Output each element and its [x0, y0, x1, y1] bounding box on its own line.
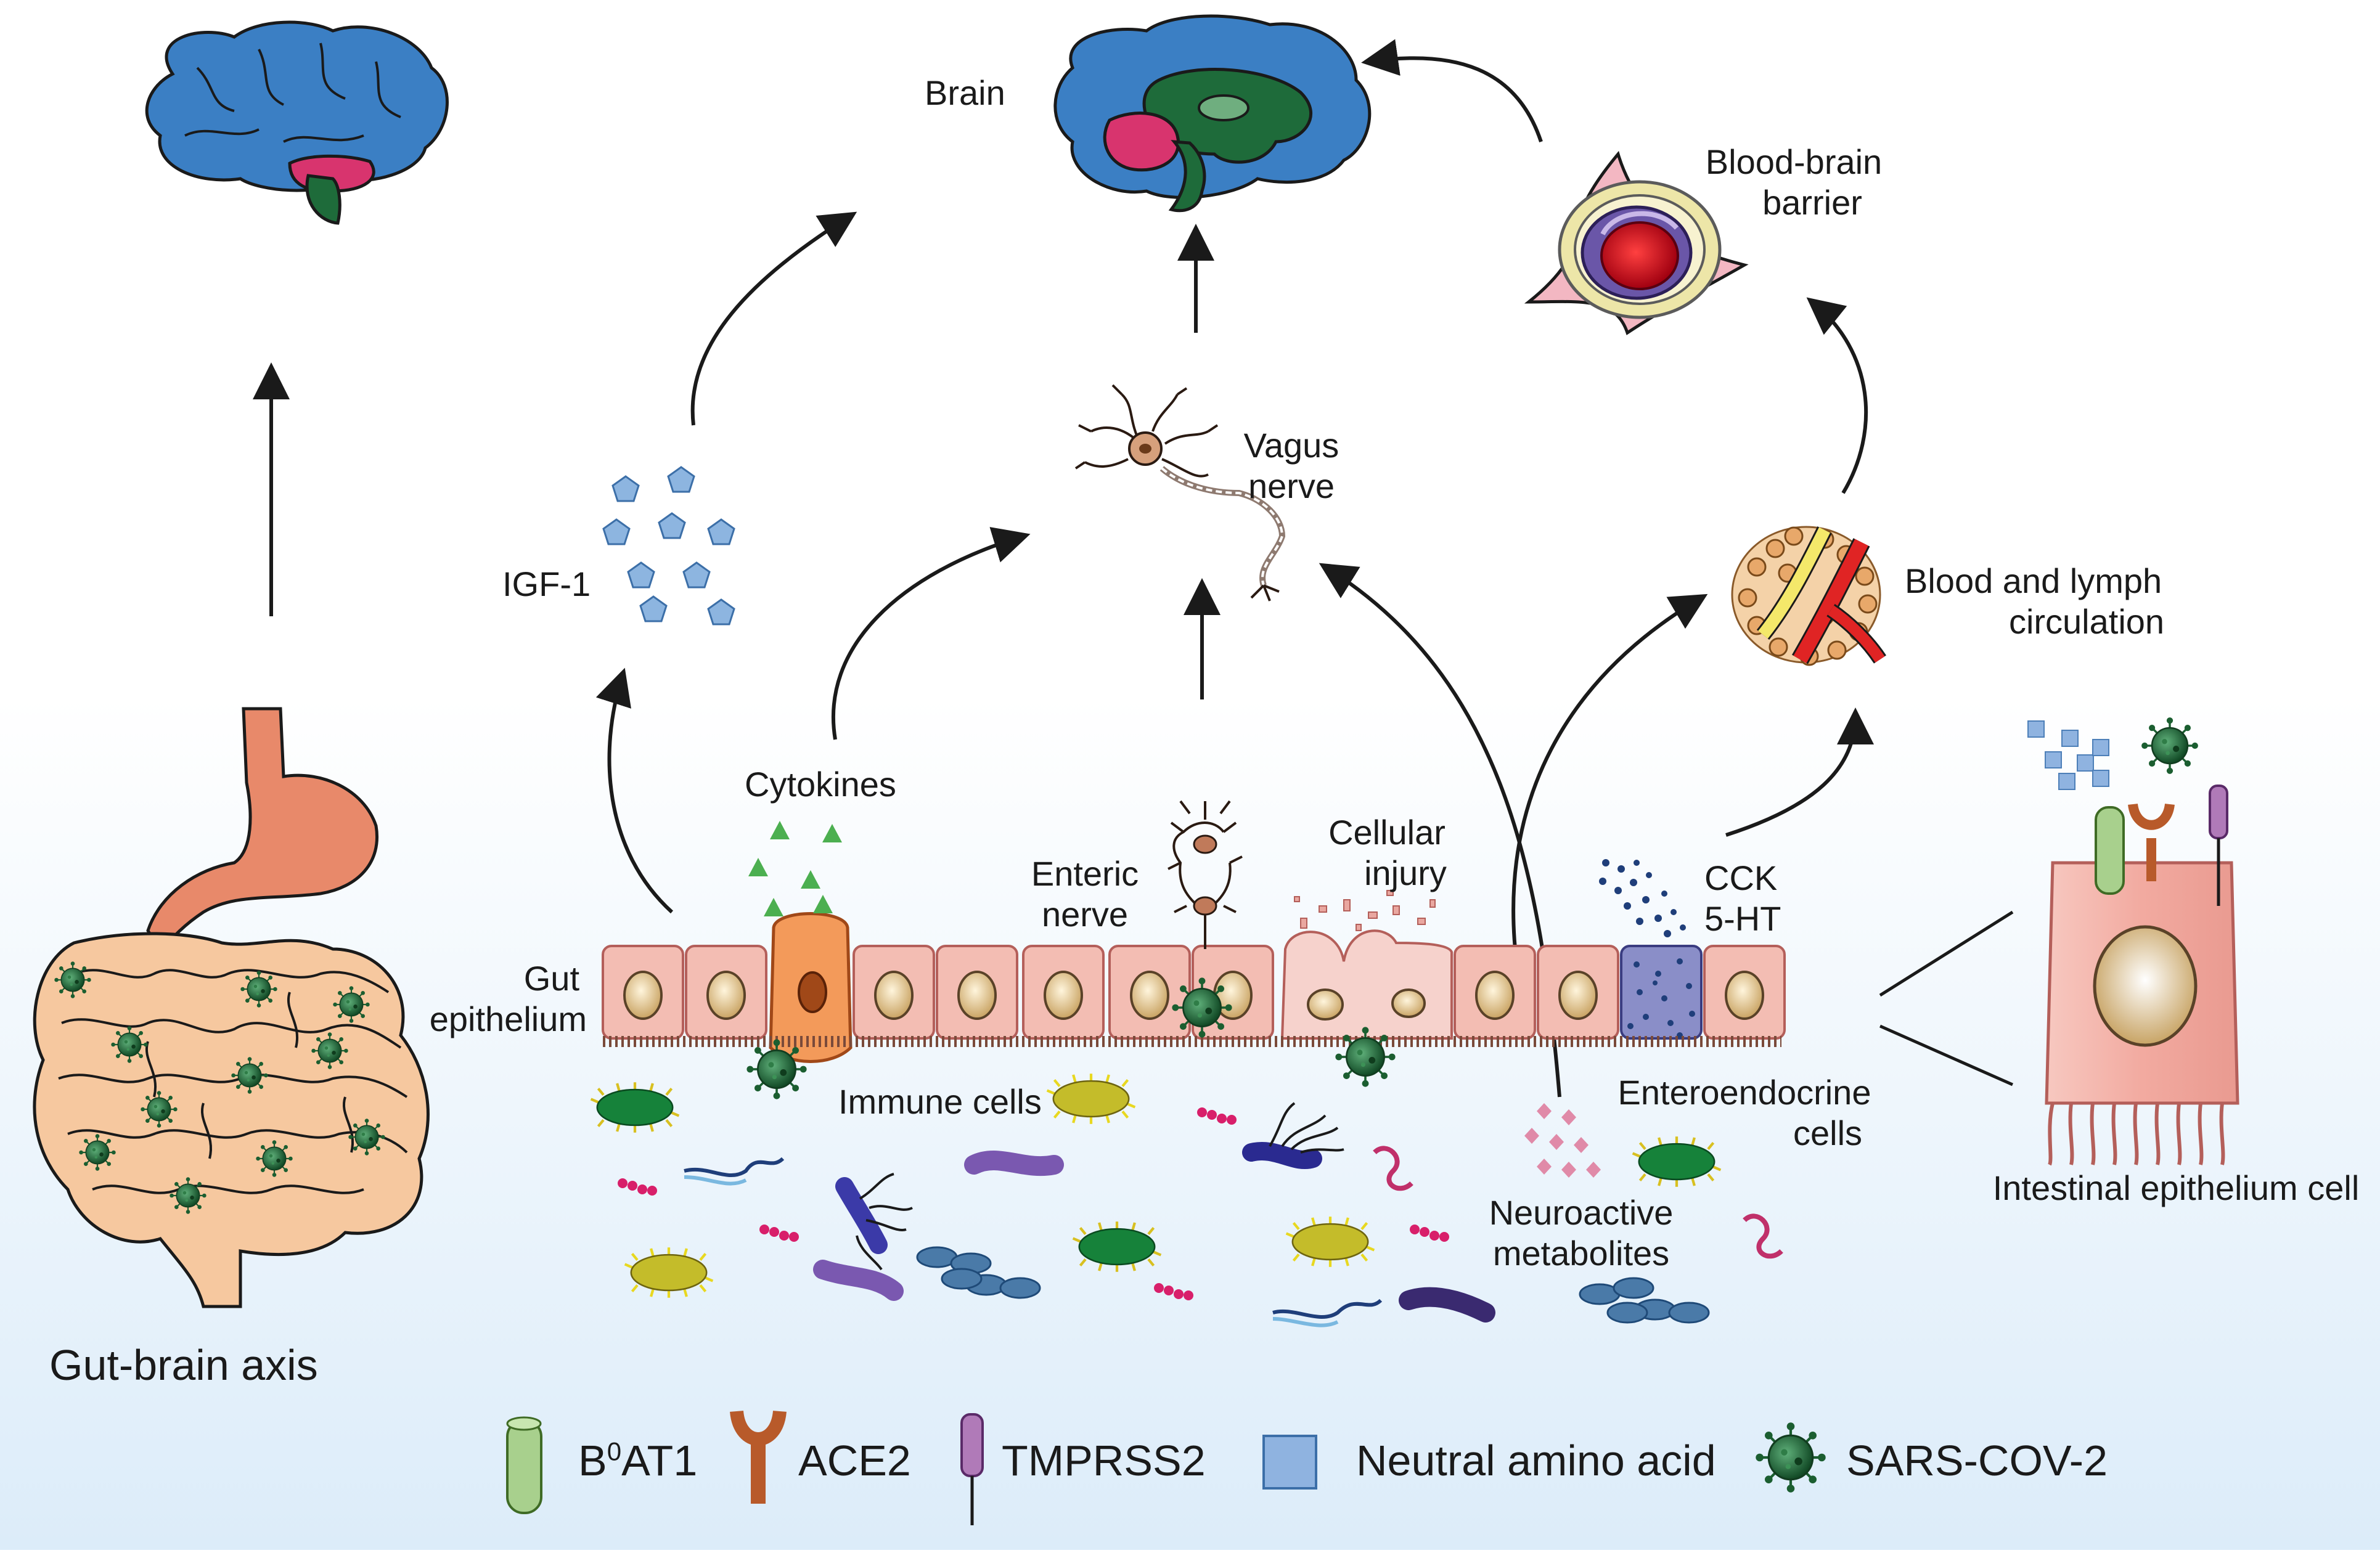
label-cytokines: Cytokines: [745, 765, 896, 804]
label-neuro-line2: metabolites: [1492, 1234, 1670, 1273]
arrow-epithelium-to-igf1: [595, 667, 674, 914]
label-enteric-line2: nerve: [1041, 895, 1129, 934]
legend-label-tmprss2: TMPRSS2: [1002, 1437, 1206, 1485]
bacteria-icon: [591, 1074, 1783, 1327]
legend-b0at1-base: B: [578, 1437, 607, 1485]
sars-cov-2-legend-icon: [1756, 1422, 1825, 1492]
label-gut-line2: epithelium: [429, 1000, 587, 1038]
label-vagus-line2: nerve: [1248, 467, 1335, 505]
label-entero-line1: Enteroendocrine: [1617, 1073, 1871, 1112]
label-5ht: 5-HT: [1704, 899, 1781, 938]
neutral-amino-acids: [2027, 720, 2109, 790]
injured-cells: [1280, 929, 1453, 1040]
neuroactive-metabolites: [1524, 1103, 1601, 1178]
b0at1-legend-icon: [506, 1419, 542, 1514]
label-immune-cells: Immune cells: [838, 1082, 1042, 1121]
virus-icon: [2140, 716, 2199, 775]
arrow-igf1-to-brain: [690, 211, 857, 426]
cck-5ht-molecules: [1599, 859, 1686, 937]
label-injury-line1: Cellular: [1328, 813, 1446, 852]
legend: [506, 1410, 1826, 1525]
zoom-lines: [1879, 910, 2014, 1086]
legend-b0at1-sup: 0: [607, 1437, 622, 1466]
b0at1-transporter: [2095, 806, 2125, 895]
arrow-circulation-to-bbb: [1806, 297, 1868, 494]
legend-label-b0at1: B0AT1: [578, 1436, 697, 1485]
gut-epithelium: [602, 800, 1786, 1063]
neutral-amino-acid-legend-icon: [1262, 1435, 1317, 1490]
arrow-cck-to-circulation: [1725, 707, 1874, 837]
tmprss2-protein: [2209, 785, 2228, 839]
label-enteric-line1: Enteric: [1031, 854, 1139, 893]
legend-label-neutral-amino-acid: Neutral amino acid: [1356, 1437, 1716, 1485]
brain-icon-left: [145, 20, 449, 225]
label-bbb-line1: Blood-brain: [1705, 142, 1883, 181]
brain-icon: [1053, 14, 1372, 213]
arrow-bbb-to-brain: [1361, 39, 1543, 142]
diagram-title: Gut-brain axis: [49, 1341, 318, 1389]
intestinal-epithelium-cell-icon: [2027, 716, 2239, 1166]
label-bbb-line2: barrier: [1762, 183, 1862, 222]
virus-icon: [745, 1038, 808, 1101]
arrows: [253, 39, 1874, 1098]
enteroendocrine-cell: [1620, 945, 1703, 1040]
label-circulation-line2: circulation: [2008, 602, 2165, 641]
neuron-icon: [1074, 384, 1286, 601]
label-brain: Brain: [925, 73, 1005, 112]
legend-label-sars-cov-2: SARS-COV-2: [1846, 1437, 2108, 1485]
label-vagus-line1: Vagus: [1243, 426, 1339, 465]
label-cck: CCK: [1704, 858, 1778, 897]
blood-vessel-icon: [1731, 526, 1886, 666]
arrow-cytokines-to-vagus: [831, 527, 1031, 740]
legend-b0at1-rest: AT1: [621, 1437, 698, 1485]
stomach-icon: [146, 707, 378, 955]
tmprss2-legend-icon: [960, 1413, 984, 1477]
label-intestinal-epithelium-cell: Intestinal epithelium cell: [1992, 1168, 2360, 1207]
virus-icon: [1334, 1025, 1397, 1088]
label-injury-line2: injury: [1364, 854, 1447, 892]
label-circulation-line1: Blood and lymph: [1905, 561, 2162, 600]
neuron-nucleus: [1139, 444, 1151, 454]
label-entero-line2: cells: [1793, 1114, 1863, 1152]
intestine-icon: [33, 932, 430, 1308]
label-gut-line1: Gut: [523, 959, 579, 998]
virus-icon: [1171, 976, 1233, 1039]
legend-label-ace2: ACE2: [798, 1437, 911, 1485]
label-igf1: IGF-1: [502, 565, 591, 603]
blood-brain-barrier-icon: [1524, 150, 1749, 335]
label-neuro-line1: Neuroactive: [1489, 1193, 1674, 1232]
arrow-injury-to-circulation: [1511, 593, 1708, 962]
